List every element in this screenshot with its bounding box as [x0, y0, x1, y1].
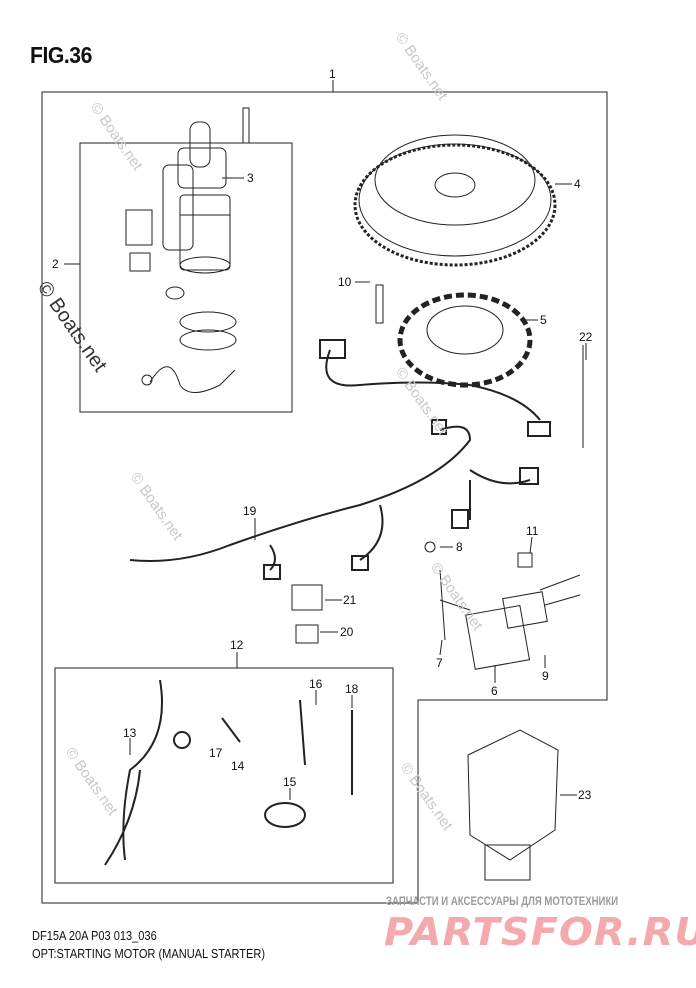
leader-lines [64, 177, 587, 800]
callout-18: 18 [345, 682, 359, 696]
callout-16: 16 [309, 677, 323, 691]
callout-22: 22 [579, 330, 593, 344]
callout-23: 23 [578, 788, 592, 802]
figure-description: OPT:STARTING MOTOR (MANUAL STARTER) [32, 946, 266, 961]
callout-20: 20 [340, 625, 354, 639]
figure-title: FIG.36 [30, 42, 92, 68]
cable-kit-drawing [104, 679, 353, 866]
callout-7: 7 [436, 656, 443, 670]
partsfor-logo: PARTSFOR.RU [384, 910, 696, 954]
starting-motor-drawing [125, 107, 250, 393]
starter-kit-frame [79, 142, 293, 413]
callout-3: 3 [247, 171, 254, 185]
flywheel-drawing [353, 134, 557, 267]
assembly-frame [41, 91, 608, 904]
callout-1: 1 [329, 67, 336, 81]
callout-12: 12 [230, 638, 244, 652]
callout-10: 10 [338, 275, 352, 289]
relay-21-drawing [291, 584, 323, 611]
ecu-drawing [467, 729, 559, 881]
cable-kit-frame [54, 667, 394, 884]
callout-11: 11 [526, 524, 539, 538]
callout-21: 21 [343, 593, 357, 607]
callout-2: 2 [52, 257, 59, 271]
callout-13: 13 [123, 726, 137, 740]
callout-5: 5 [540, 313, 547, 327]
callout-6: 6 [491, 684, 498, 698]
callout-4: 4 [574, 177, 581, 191]
callout-19: 19 [243, 504, 257, 518]
callout-14: 14 [231, 759, 245, 773]
relay-20-drawing [295, 624, 319, 644]
callout-8: 8 [456, 540, 463, 554]
figure-code: DF15A 20A P03 013_036 [32, 928, 157, 943]
callout-15: 15 [283, 775, 297, 789]
rectifier-drawing [424, 541, 581, 670]
wire-harness-drawing [129, 339, 551, 580]
callout-17: 17 [209, 746, 223, 760]
logo-tagline: ЗАПЧАСТИ И АКСЕССУАРЫ ДЛЯ МОТОТЕХНИКИ [386, 894, 619, 908]
callout-9: 9 [542, 669, 549, 683]
